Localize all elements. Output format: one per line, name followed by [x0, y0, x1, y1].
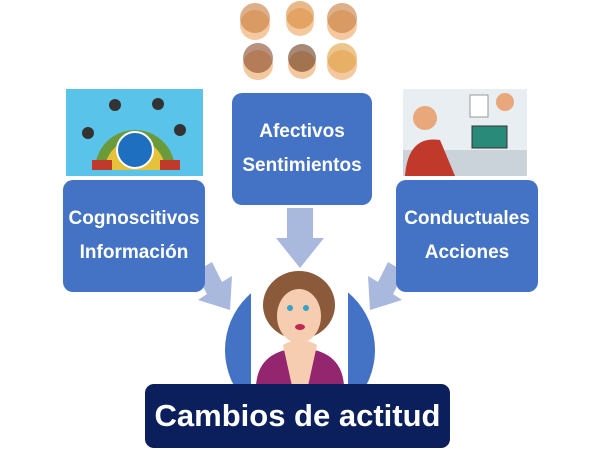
- arrow-down: [276, 208, 324, 268]
- office-workers-image: [403, 89, 527, 176]
- behavioral-subtitle: Acciones: [424, 242, 510, 263]
- woman-thinking-image: [251, 270, 348, 386]
- affective-title: Afectivos: [259, 121, 345, 142]
- attitude-change-box: Cambios de actitud: [145, 384, 450, 448]
- affective-subtitle: Sentimientos: [242, 155, 362, 176]
- affective-box: Afectivos Sentimientos: [232, 93, 372, 205]
- cognitive-subtitle: Información: [79, 242, 189, 263]
- behavioral-title: Conductuales: [404, 208, 530, 229]
- arrow-right-to-center: [368, 262, 405, 310]
- behavioral-box: Conductuales Acciones: [396, 180, 538, 292]
- cognitive-box: Cognoscitivos Información: [63, 180, 205, 292]
- cognitive-title: Cognoscitivos: [68, 208, 200, 229]
- emotional-faces-image: [240, 1, 357, 80]
- students-globe-image: [66, 89, 203, 176]
- attitude-change-label: Cambios de actitud: [154, 398, 441, 433]
